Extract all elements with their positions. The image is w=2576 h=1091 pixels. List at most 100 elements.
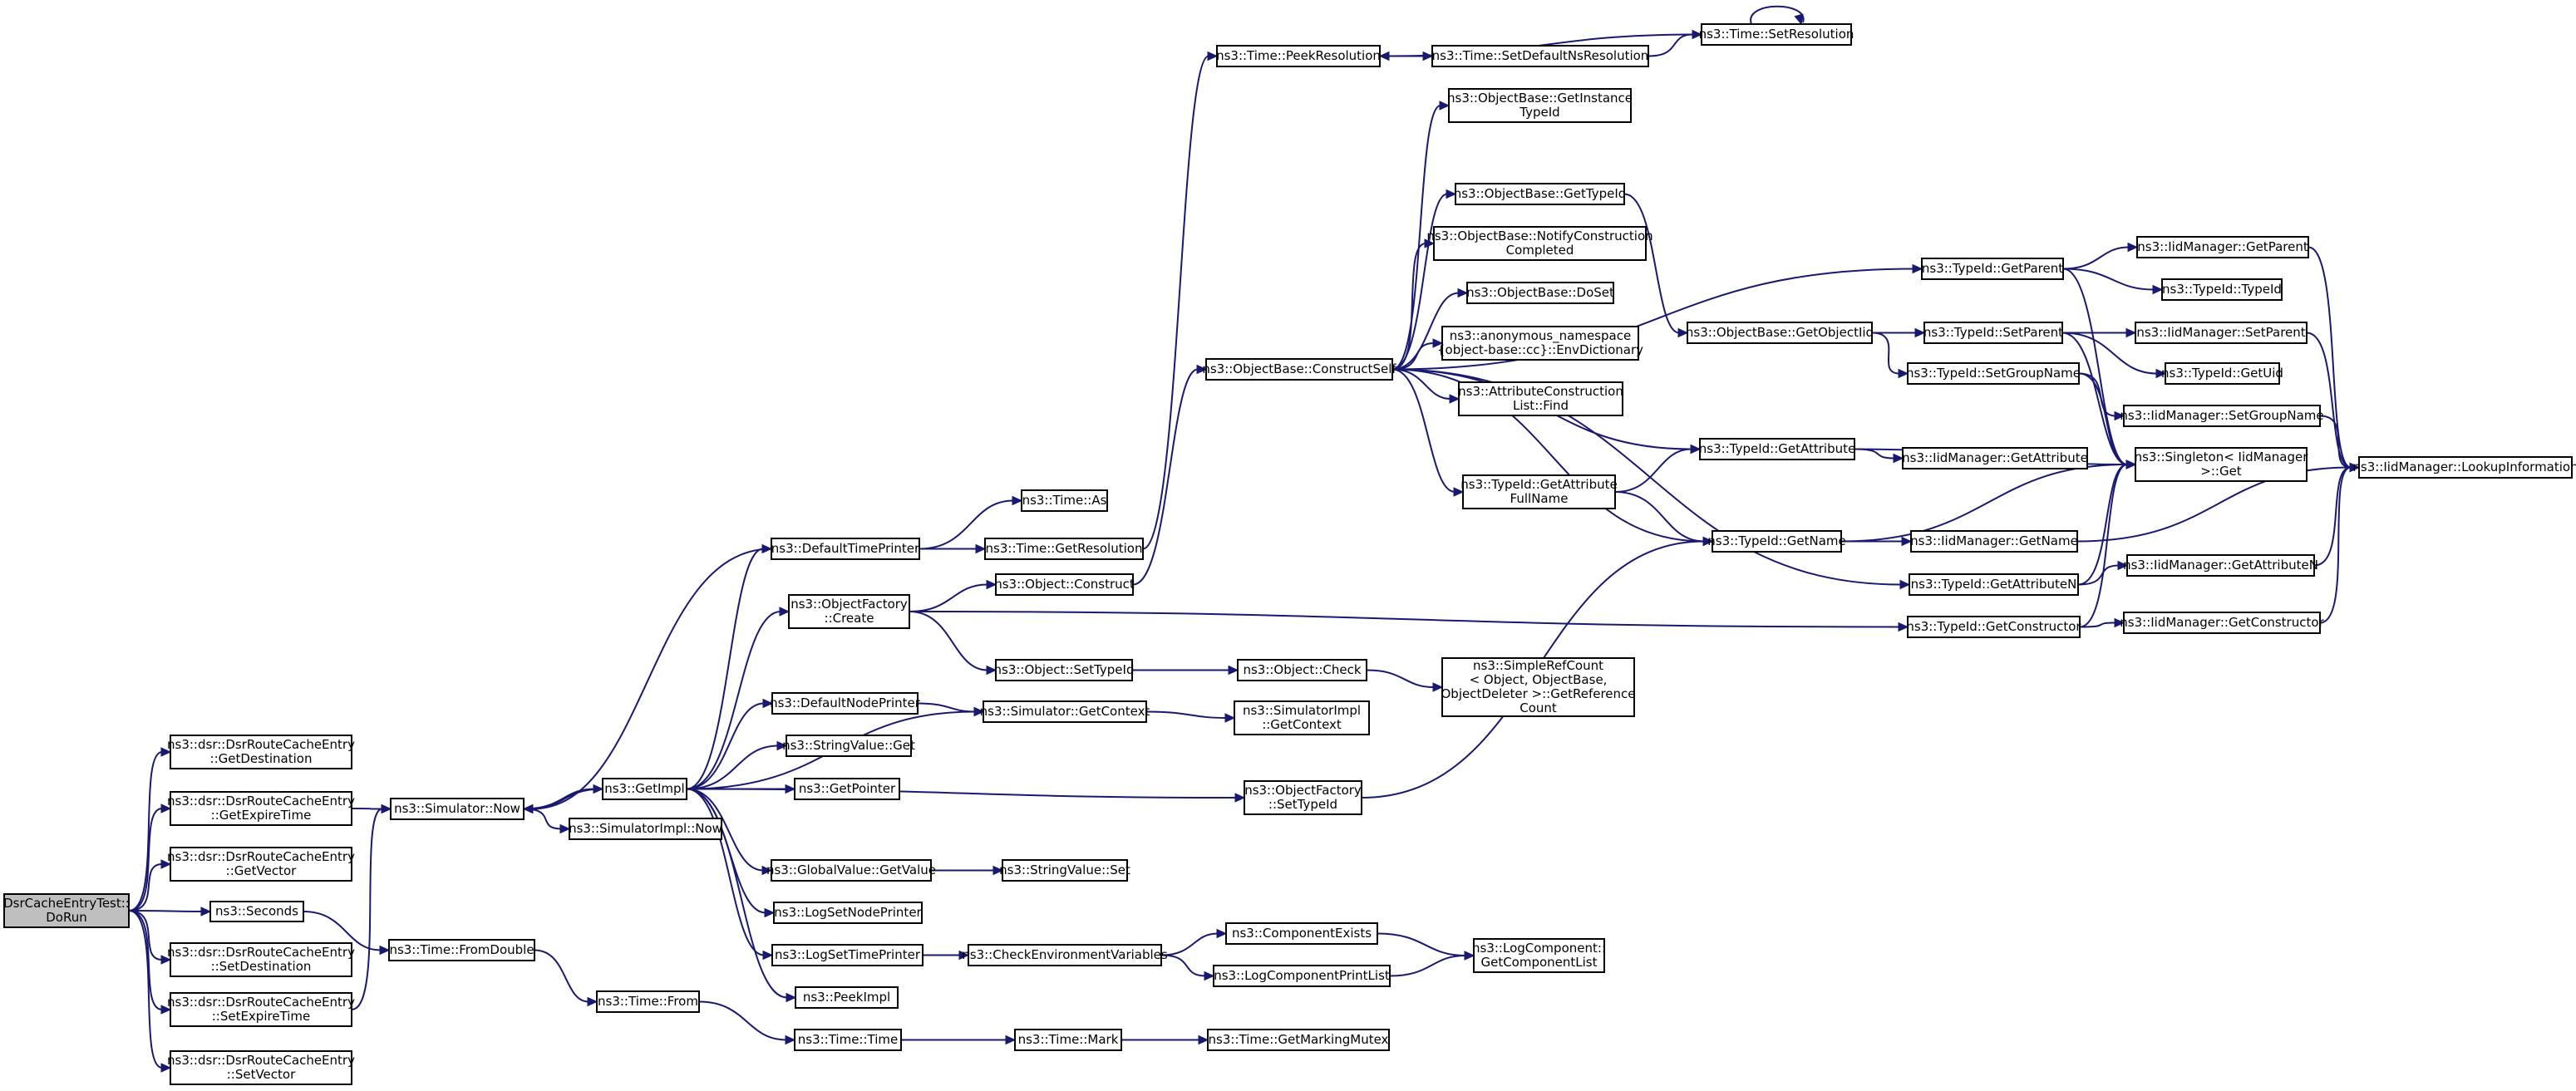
node-iidManagerGetParent[interactable]: ns3::IidManager::GetParent	[2136, 236, 2309, 258]
node-logSetNodePrinter[interactable]: ns3::LogSetNodePrinter	[773, 902, 923, 924]
node-peekImpl[interactable]: ns3::PeekImpl	[795, 986, 899, 1009]
node-objFactorySetTypeId[interactable]: ns3::ObjectFactory::SetTypeId	[1244, 780, 1362, 815]
node-typeIdSetParent[interactable]: ns3::TypeId::SetParent	[1923, 322, 2063, 344]
node-iidManagerSetParent[interactable]: ns3::IidManager::SetParent	[2135, 322, 2308, 344]
node-box	[788, 594, 910, 629]
node-typeIdGetParent[interactable]: ns3::TypeId::GetParent	[1921, 258, 2064, 280]
edge-arrowhead	[1216, 928, 1228, 939]
edge-line	[1391, 342, 1435, 371]
node-box	[1207, 1029, 1390, 1051]
node-objFactoryCreate[interactable]: ns3::ObjectFactory::Create	[788, 594, 910, 629]
edge-line	[2078, 372, 2128, 465]
node-iidManagerLookupInformation[interactable]: ns3::IidManager::LookupInformation	[2352, 456, 2576, 479]
node-singletonGet[interactable]: ns3::Singleton< IidManager>::Get	[2135, 447, 2309, 482]
node-getImpl[interactable]: ns3::GetImpl	[602, 778, 687, 800]
node-timeTime[interactable]: ns3::Time::Time	[794, 1029, 902, 1051]
node-simGetContext[interactable]: ns3::Simulator::GetContext	[980, 700, 1150, 723]
node-objBaseGetTypeId[interactable]: ns3::ObjectBase::GetTypeId	[1454, 183, 1627, 205]
node-stringValueGet[interactable]: ns3::StringValue::Get	[782, 735, 915, 757]
node-timeSetResolution[interactable]: ns3::Time::SetResolution	[1699, 23, 1854, 46]
node-iidManagerGetName[interactable]: ns3::IidManager::GetName	[1910, 530, 2078, 553]
edge-checkEnvVars-to-logComponentPrintList	[1160, 954, 1215, 981]
node-fromDouble[interactable]: ns3::Time::FromDouble	[388, 939, 535, 961]
node-globalValueGetValue[interactable]: ns3::GlobalValue::GetValue	[766, 859, 936, 882]
node-timeGetMarkingMutex[interactable]: ns3::Time::GetMarkingMutex	[1207, 1029, 1390, 1051]
node-componentExists[interactable]: ns3::ComponentExists	[1225, 922, 1378, 945]
edge-arrowhead	[2125, 459, 2137, 469]
node-timeGetResolution[interactable]: ns3::Time::GetResolution	[984, 538, 1144, 560]
node-typeIdGetUid[interactable]: ns3::TypeId::GetUid	[2161, 362, 2283, 385]
node-setDest[interactable]: ns3::dsr::DsrRouteCacheEntry::SetDestina…	[167, 942, 355, 977]
node-seconds[interactable]: ns3::Seconds	[209, 901, 304, 922]
node-label: TypeId	[1519, 105, 1559, 120]
node-logSetTimePrinter[interactable]: ns3::LogSetTimePrinter	[771, 944, 924, 966]
node-label: ns3::IidManager::GetParent	[2137, 239, 2308, 254]
node-logComponentGetComponentList[interactable]: ns3::LogComponent::GetComponentList	[1472, 938, 1606, 973]
node-checkEnvVars[interactable]: ns3::CheckEnvironmentVariables	[962, 944, 1168, 966]
node-typeIdGetAttributeN[interactable]: ns3::TypeId::GetAttributeN	[1909, 573, 2079, 596]
node-objBaseDoSet[interactable]: ns3::ObjectBase::DoSet	[1466, 282, 1614, 304]
node-getPointer[interactable]: ns3::GetPointer	[794, 778, 900, 800]
edge-timeSetResolution-to-timeSetResolution	[1750, 5, 1805, 26]
node-timeMark[interactable]: ns3::Time::Mark	[1014, 1029, 1122, 1051]
node-typeIdSetGroupName[interactable]: ns3::TypeId::SetGroupName	[1906, 362, 2081, 385]
node-label: ns3::StringValue::Get	[782, 738, 915, 753]
node-timeAs[interactable]: ns3::Time::As	[1021, 489, 1108, 512]
node-setExpire[interactable]: ns3::dsr::DsrRouteCacheEntry::SetExpireT…	[167, 992, 355, 1027]
node-objBaseNotifyConstructionCompleted[interactable]: ns3::ObjectBase::NotifyConstructionCompl…	[1426, 226, 1653, 261]
node-typeIdGetConstructor[interactable]: ns3::TypeId::GetConstructor	[1906, 616, 2081, 638]
node-objectConstruct[interactable]: ns3::Object::Construct	[994, 573, 1135, 596]
node-iidManagerGetAttribute[interactable]: ns3::IidManager::GetAttribute	[1902, 447, 2088, 469]
edge-objectSetTypeId-to-objectCheck	[1132, 665, 1239, 676]
node-iidManagerGetConstructor[interactable]: ns3::IidManager::GetConstructor	[2120, 612, 2325, 634]
node-objBaseConstructSelf[interactable]: ns3::ObjectBase::ConstructSelf	[1202, 358, 1396, 381]
node-timeSetDefaultNsResolution[interactable]: ns3::Time::SetDefaultNsResolution	[1431, 45, 1649, 67]
node-box	[1923, 322, 2063, 344]
node-box	[771, 944, 924, 966]
node-simNow[interactable]: ns3::Simulator::Now	[390, 798, 525, 820]
node-label: ::GetVector	[226, 863, 297, 878]
node-defNodePrinter[interactable]: ns3::DefaultNodePrinter	[770, 692, 921, 715]
node-box	[3, 893, 130, 928]
edge-line	[1391, 243, 1426, 371]
node-root[interactable]: DsrCacheEntryTest::DoRun	[3, 893, 130, 928]
node-box	[2161, 278, 2283, 301]
edge-line	[128, 863, 163, 912]
node-iidManagerGetAttributeN[interactable]: ns3::IidManager::GetAttributeN	[2123, 554, 2318, 577]
node-box	[2123, 405, 2321, 427]
edge-arrowhead	[200, 907, 212, 917]
node-box	[2123, 612, 2321, 634]
edge-line	[1160, 954, 1206, 977]
node-anonEnvDictionary[interactable]: ns3::anonymous_namespace{object-base::cc…	[1437, 326, 1643, 361]
node-logComponentPrintList[interactable]: ns3::LogComponentPrintList	[1213, 965, 1391, 987]
node-objBaseGetObjectIid[interactable]: ns3::ObjectBase::GetObjectIid	[1686, 322, 1874, 344]
node-getVector[interactable]: ns3::dsr::DsrRouteCacheEntry::GetVector	[167, 847, 355, 882]
node-simImplGetContext[interactable]: ns3::SimulatorImpl::GetContext	[1234, 700, 1370, 735]
node-stringValueSet[interactable]: ns3::StringValue::Set	[999, 859, 1130, 882]
node-box	[1462, 474, 1616, 509]
node-typeIdGetName[interactable]: ns3::TypeId::GetName	[1707, 530, 1846, 553]
node-defTimePrinter[interactable]: ns3::DefaultTimePrinter	[771, 538, 920, 560]
node-getExpire[interactable]: ns3::dsr::DsrRouteCacheEntry::GetExpireT…	[167, 791, 355, 826]
edge-arrowhead	[1899, 579, 1911, 590]
node-setVector[interactable]: ns3::dsr::DsrRouteCacheEntry::SetVector	[167, 1050, 355, 1085]
edge-line	[2079, 622, 2116, 628]
node-simpleRefCountGetReferenceCount[interactable]: ns3::SimpleRefCount< Object, ObjectBase,…	[1441, 657, 1636, 717]
node-timeFrom[interactable]: ns3::Time::From	[596, 990, 700, 1013]
node-box	[771, 692, 919, 715]
node-box	[1907, 362, 2080, 385]
node-objectCheck[interactable]: ns3::Object::Check	[1237, 659, 1367, 681]
node-label: ns3::Object::Check	[1243, 662, 1361, 677]
node-timePeekResolution[interactable]: ns3::Time::PeekResolution	[1216, 45, 1381, 67]
node-simImplNow[interactable]: ns3::SimulatorImpl::Now	[569, 818, 722, 840]
edge-objectCheck-to-simpleRefCountGetReferenceCount	[1366, 669, 1444, 692]
edge-line	[128, 910, 163, 961]
node-typeIdTypeId[interactable]: ns3::TypeId::TypeId	[2161, 278, 2283, 301]
node-typeIdGetAttribute[interactable]: ns3::TypeId::GetAttribute	[1699, 438, 1855, 460]
node-getDest[interactable]: ns3::dsr::DsrRouteCacheEntry::GetDestina…	[167, 735, 355, 769]
node-iidManagerSetGroupName[interactable]: ns3::IidManager::SetGroupName	[2120, 405, 2324, 427]
node-objectSetTypeId[interactable]: ns3::Object::SetTypeId	[994, 659, 1135, 681]
